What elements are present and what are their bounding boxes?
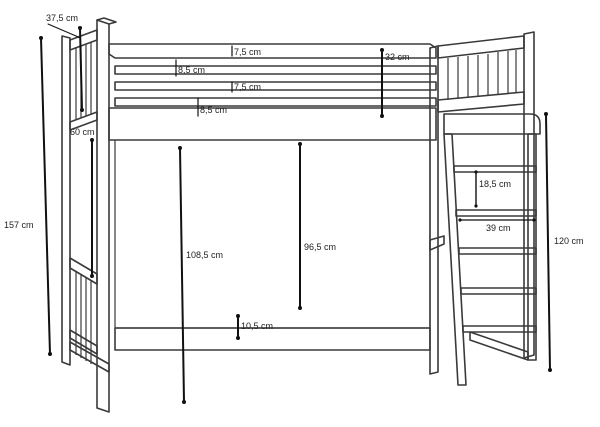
right-upper-end-panel bbox=[437, 35, 525, 113]
dim-ladder-step bbox=[474, 170, 478, 208]
side-beam bbox=[108, 107, 437, 141]
ladder-right-rail bbox=[527, 133, 537, 361]
label-rail-top: 7,5 cm bbox=[234, 47, 261, 57]
ladder-left-rail bbox=[443, 133, 467, 386]
right-front-post bbox=[429, 45, 439, 375]
ladder bbox=[429, 113, 541, 386]
dim-ladder-width bbox=[458, 218, 536, 222]
dim-clearance-outer bbox=[178, 146, 186, 404]
dim-total-height bbox=[39, 36, 52, 356]
label-head-post-depth: 37,5 cm bbox=[46, 13, 78, 23]
label-ladder-step: 18,5 cm bbox=[479, 179, 511, 189]
label-side-width: 60 cm bbox=[70, 127, 95, 137]
ladder-bracket bbox=[429, 235, 445, 251]
dim-side-width bbox=[78, 26, 84, 112]
left-upper-end-bottom-rail bbox=[69, 111, 98, 131]
ladder-top-hook bbox=[443, 113, 541, 135]
left-upper-end-rail bbox=[69, 29, 98, 51]
right-rear-post bbox=[523, 31, 535, 359]
left-front-post bbox=[96, 17, 117, 413]
left-upper-end-slats bbox=[75, 42, 92, 120]
label-total-height: 157 cm bbox=[4, 220, 34, 230]
left-rear-post bbox=[61, 35, 71, 366]
label-rail-gap-lower: 8,5 cm bbox=[200, 105, 227, 115]
label-ladder-width: 39 cm bbox=[486, 223, 511, 233]
left-bottom-rail bbox=[69, 341, 110, 373]
dim-bottom-rail bbox=[236, 314, 240, 340]
inner-frame-edge bbox=[114, 140, 431, 329]
bed-frame bbox=[61, 17, 535, 413]
dim-guard-height bbox=[380, 48, 384, 118]
dimension-lines bbox=[39, 23, 552, 404]
dim-clearance-inner bbox=[298, 142, 302, 310]
dim-side-width-lower bbox=[90, 138, 94, 278]
ladder-rungs bbox=[453, 165, 537, 333]
label-rail-gap-upper: 8,5 cm bbox=[178, 65, 205, 75]
bottom-front-rail bbox=[114, 327, 431, 351]
label-ladder-height: 120 cm bbox=[554, 236, 584, 246]
ladder-foot bbox=[469, 331, 529, 361]
label-clearance-inner: 96,5 cm bbox=[304, 242, 336, 252]
guard-rails bbox=[108, 43, 437, 107]
dim-ladder-height bbox=[544, 112, 552, 372]
label-clearance-outer: 108,5 cm bbox=[186, 250, 223, 260]
left-lower-end-panel bbox=[69, 257, 98, 364]
dimension-labels: 37,5 cm 7,5 cm 8,5 cm 7,5 cm 8,5 cm 32 c… bbox=[4, 13, 584, 331]
label-rail-second: 7,5 cm bbox=[234, 82, 261, 92]
label-bottom-rail: 10,5 cm bbox=[241, 321, 273, 331]
label-guard-height: 32 cm bbox=[385, 52, 410, 62]
